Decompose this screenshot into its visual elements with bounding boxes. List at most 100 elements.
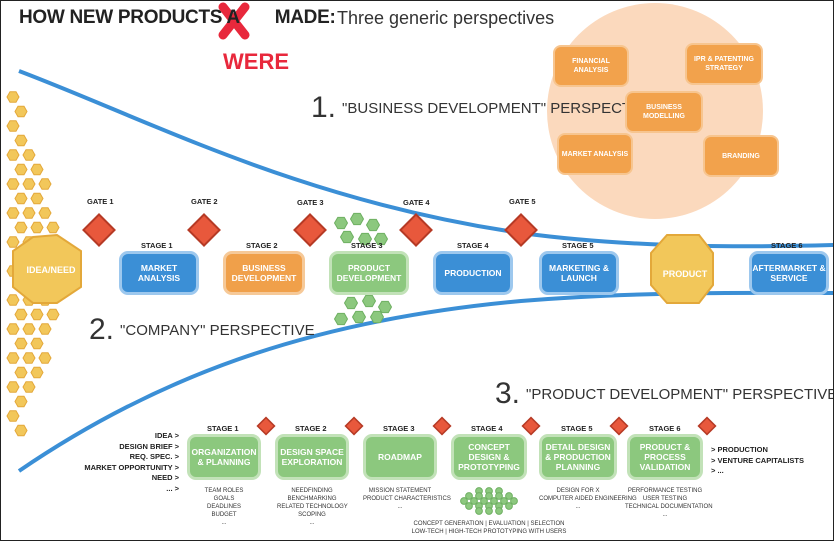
concept-dot xyxy=(480,497,488,505)
idea-hexagon xyxy=(22,352,36,364)
roadmap-stage: ROADMAP xyxy=(363,434,437,480)
idea-hexagon xyxy=(30,366,44,379)
product-validation-stage: PRODUCT & PROCESS VALIDATION xyxy=(627,434,703,480)
pd-gate-diamond xyxy=(609,416,629,436)
idea-need-hexagon xyxy=(12,233,82,304)
gate-1-label: GATE 1 xyxy=(87,197,114,206)
concept-dot xyxy=(495,492,503,500)
page-title-subtitle: Three generic perspectives xyxy=(337,8,555,28)
idea-hexagon xyxy=(6,91,20,103)
gate-diamond xyxy=(399,213,433,247)
concept-dot xyxy=(485,492,493,500)
gate-2-label: GATE 2 xyxy=(191,197,218,206)
concept-design-stage: CONCEPT DESIGN & PROTOTYPING xyxy=(451,434,527,480)
inputs-list: IDEA > DESIGN BRIEF > REQ. SPEC. > MARKE… xyxy=(63,431,179,494)
concept-dot xyxy=(500,497,508,505)
green-blob xyxy=(333,216,349,230)
correction-label: WERE xyxy=(223,49,289,74)
detail-design-stage: DETAIL DESIGN & PRODUCTION PLANNING xyxy=(539,434,617,480)
pd-stage-1-label: STAGE 1 xyxy=(207,424,239,433)
product-development-stage: PRODUCT DEVELOPMENT xyxy=(329,251,409,295)
input-item: DESIGN BRIEF > xyxy=(119,441,179,451)
funnel-lower-curve xyxy=(17,290,833,473)
concept-dot xyxy=(495,507,503,515)
pd-gate-diamond xyxy=(432,416,452,436)
outputs-list: > PRODUCTION > VENTURE CAPITALISTS > ... xyxy=(711,445,804,477)
company-stage-5-label: STAGE 5 xyxy=(562,241,594,250)
green-blob xyxy=(377,300,393,314)
output-item: > PRODUCTION xyxy=(711,445,768,454)
idea-hexagon xyxy=(6,207,20,219)
gate-4-label: GATE 4 xyxy=(403,198,430,207)
concept-dot xyxy=(470,497,478,505)
marketing-launch-stage: MARKETING & LAUNCH xyxy=(539,251,619,295)
green-blob xyxy=(351,310,367,324)
production-stage: PRODUCTION xyxy=(433,251,513,295)
concept-notes: CONCEPT GENERATION | EVALUATION | SELECT… xyxy=(411,521,567,535)
market-analysis-bubble: MARKET ANALYSIS xyxy=(557,133,633,175)
pd-gate-diamond xyxy=(697,416,717,436)
company-stage-2-label: STAGE 2 xyxy=(246,241,278,250)
branding-bubble: BRANDING xyxy=(703,135,779,177)
concept-dot xyxy=(465,492,473,500)
gate-diamonds xyxy=(82,213,538,247)
idea-hexagon xyxy=(6,120,20,132)
idea-hexagon xyxy=(38,352,52,364)
idea-hexagon xyxy=(6,236,20,248)
idea-hexagon xyxy=(14,163,28,176)
idea-hexagon xyxy=(30,192,44,205)
green-blob xyxy=(373,232,389,246)
pd-stage-3-label: STAGE 3 xyxy=(383,424,415,433)
product-dev-gate-diamonds xyxy=(256,416,717,436)
concept-dot xyxy=(475,507,483,515)
concept-dot xyxy=(490,497,498,505)
concept-dot xyxy=(485,507,493,515)
idea-hexagon xyxy=(14,424,28,437)
aftermarket-service-stage: AFTERMARKET & SERVICE xyxy=(749,251,829,295)
idea-hexagon xyxy=(38,178,52,190)
gate-diamond xyxy=(82,213,116,247)
product-hexagon xyxy=(650,234,714,304)
idea-hexagon xyxy=(30,163,44,176)
idea-hexagon xyxy=(6,294,20,306)
input-item: ... > xyxy=(166,483,179,493)
idea-hexagon xyxy=(6,410,20,422)
gate-diamond xyxy=(504,213,538,247)
idea-hexagon xyxy=(46,221,60,234)
product-label: PRODUCT xyxy=(662,269,708,279)
company-stage-1-label: STAGE 1 xyxy=(141,241,173,250)
market-analysis-stage: MARKET ANALYSIS xyxy=(119,251,199,295)
idea-hexagon xyxy=(6,323,20,335)
idea-hexagon xyxy=(14,337,28,350)
concept-dot xyxy=(510,497,518,505)
pd-stage-2-label: STAGE 2 xyxy=(295,424,327,433)
idea-hexagon xyxy=(30,337,44,350)
ipr-patenting-bubble: IPR & PATENTING STRATEGY xyxy=(685,43,763,85)
green-blob xyxy=(361,294,377,308)
idea-hexagon xyxy=(14,192,28,205)
business-perspective-heading: 1."BUSINESS DEVELOPMENT" PERSPECTIVE xyxy=(311,91,656,124)
idea-hexagon xyxy=(6,381,20,393)
design-space-stage: DESIGN SPACE EXPLORATION xyxy=(275,434,349,480)
idea-hexagon xyxy=(6,149,20,161)
gate-diamond xyxy=(187,213,221,247)
pd-stage-4-label: STAGE 4 xyxy=(471,424,503,433)
idea-hexagon xyxy=(14,395,28,408)
input-item: NEED > xyxy=(151,473,179,482)
page-title-bold: HOW NEW PRODUCTS A MADE: xyxy=(19,7,336,28)
gate-5-label: GATE 5 xyxy=(509,197,536,206)
concept-dot xyxy=(460,497,468,505)
green-blob-cluster xyxy=(333,212,518,515)
output-item: > ... xyxy=(711,466,724,475)
company-stage-6-label: STAGE 6 xyxy=(771,241,803,250)
green-blob xyxy=(333,312,349,326)
idea-hexagon xyxy=(22,207,36,219)
green-blob xyxy=(349,212,365,226)
green-blob xyxy=(369,310,385,324)
green-blob xyxy=(339,230,355,244)
company-stage-4-label: STAGE 4 xyxy=(457,241,489,250)
